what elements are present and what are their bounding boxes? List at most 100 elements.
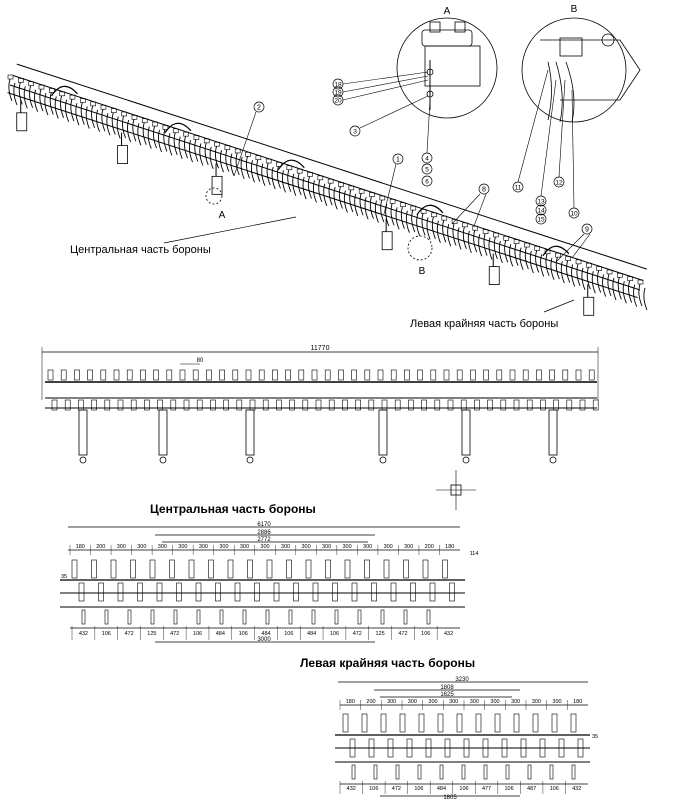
- plan-tine: [579, 399, 586, 411]
- harrow-tine: [137, 123, 142, 146]
- harrow-tine: [560, 260, 565, 284]
- central-bottom: 106: [421, 631, 430, 637]
- central-spacing: 300: [343, 544, 352, 550]
- plan-tine: [562, 369, 569, 381]
- plan-tine: [206, 369, 212, 381]
- plan-tine: [272, 369, 278, 381]
- left-bottom: 106: [504, 786, 513, 792]
- central-stand: [403, 609, 408, 625]
- harrow-tine: [85, 106, 90, 129]
- tine-clamp: [255, 155, 262, 160]
- left-bottom: 106: [459, 786, 468, 792]
- left-stand: [373, 764, 378, 780]
- central-tine: [254, 582, 260, 602]
- left-tine: [494, 713, 501, 733]
- harrow-tine: [457, 227, 462, 250]
- tine-clamp: [627, 276, 633, 281]
- left-tine: [570, 713, 577, 733]
- harrow-tine: [271, 166, 276, 190]
- harrow-tine: [18, 82, 23, 105]
- central-spacing: 180: [445, 544, 454, 550]
- harrow-tine: [261, 163, 266, 186]
- tine-clamp: [110, 108, 117, 113]
- harrow-tine: [354, 193, 359, 217]
- central-stand: [380, 609, 385, 625]
- left-stand: [527, 764, 532, 780]
- plan-tine: [513, 399, 520, 411]
- plan-tine: [394, 399, 401, 411]
- plan-tine: [153, 369, 159, 381]
- tine-clamp: [28, 81, 34, 87]
- callout-leader: [342, 75, 429, 93]
- left-stand: [461, 764, 466, 780]
- harrow-tine: [147, 126, 152, 149]
- central-spacing: 300: [363, 544, 372, 550]
- plan-tine: [87, 369, 93, 381]
- left-tine: [406, 738, 413, 758]
- harrow-tine: [400, 206, 405, 229]
- harrow-tine: [266, 162, 271, 186]
- central-spacing: 300: [404, 544, 413, 550]
- harrow-tine: [643, 287, 648, 311]
- central-stand: [334, 609, 339, 625]
- tine-clamp: [183, 131, 189, 137]
- central-stand: [426, 609, 431, 625]
- harrow-tine: [602, 274, 607, 297]
- harrow-tine: [519, 247, 524, 270]
- harrow-tine: [607, 273, 612, 297]
- central-tine: [78, 582, 85, 602]
- harrow-tine: [385, 203, 390, 227]
- central-tine: [442, 559, 448, 579]
- harrow-tine: [70, 99, 75, 122]
- plan-tine: [404, 369, 410, 381]
- plan-tine: [566, 399, 573, 411]
- central-tine: [188, 559, 195, 579]
- tine-clamp: [38, 84, 45, 90]
- central-bottom: 484: [216, 631, 225, 637]
- spring-tine: [555, 61, 563, 123]
- tine-clamp: [338, 182, 344, 187]
- plan-tine: [183, 399, 190, 411]
- bolt: [601, 33, 615, 47]
- plan-tine: [47, 369, 54, 381]
- tine-clamp: [637, 279, 644, 285]
- callout-number: 11: [515, 185, 522, 192]
- harrow-tine: [581, 267, 586, 291]
- harrow-tine: [529, 250, 534, 274]
- harrow-tine: [364, 197, 369, 220]
- plan-tine: [100, 369, 107, 381]
- frame-rail: [7, 92, 638, 299]
- harrow-tine: [483, 233, 488, 256]
- support-stand: [16, 112, 28, 132]
- detail-a-marker: [205, 187, 223, 205]
- left-spacing: 200: [366, 699, 375, 705]
- tine-clamp: [193, 135, 200, 140]
- central-tine: [91, 559, 97, 579]
- left-tine: [418, 713, 425, 733]
- plan-tine: [130, 399, 137, 411]
- harrow-tine: [240, 156, 245, 180]
- central-spacing: 180: [76, 544, 85, 550]
- harrow-tine: [493, 236, 498, 260]
- plan-hitch: [79, 456, 87, 464]
- left-tine: [463, 738, 470, 758]
- harrow-tine: [597, 270, 602, 293]
- tine-clamp: [596, 266, 602, 271]
- harrow-tine: [250, 160, 255, 183]
- plan-tine: [338, 369, 344, 381]
- tine-clamp: [79, 98, 86, 103]
- left-bottom: 106: [414, 786, 423, 792]
- harrow-tine: [338, 186, 343, 209]
- plan-tine: [179, 369, 186, 381]
- central-tine: [208, 559, 214, 579]
- callout-number: 9: [585, 227, 589, 234]
- tine-clamp: [131, 115, 138, 120]
- plan-tine: [302, 399, 309, 411]
- callout-leader: [383, 163, 397, 215]
- left-stand: [505, 764, 510, 780]
- harrow-tine: [473, 230, 478, 253]
- callout-balloon: [421, 175, 433, 187]
- central-tine: [312, 582, 319, 602]
- harrow-tine: [34, 89, 39, 112]
- harrow-tine: [230, 153, 235, 176]
